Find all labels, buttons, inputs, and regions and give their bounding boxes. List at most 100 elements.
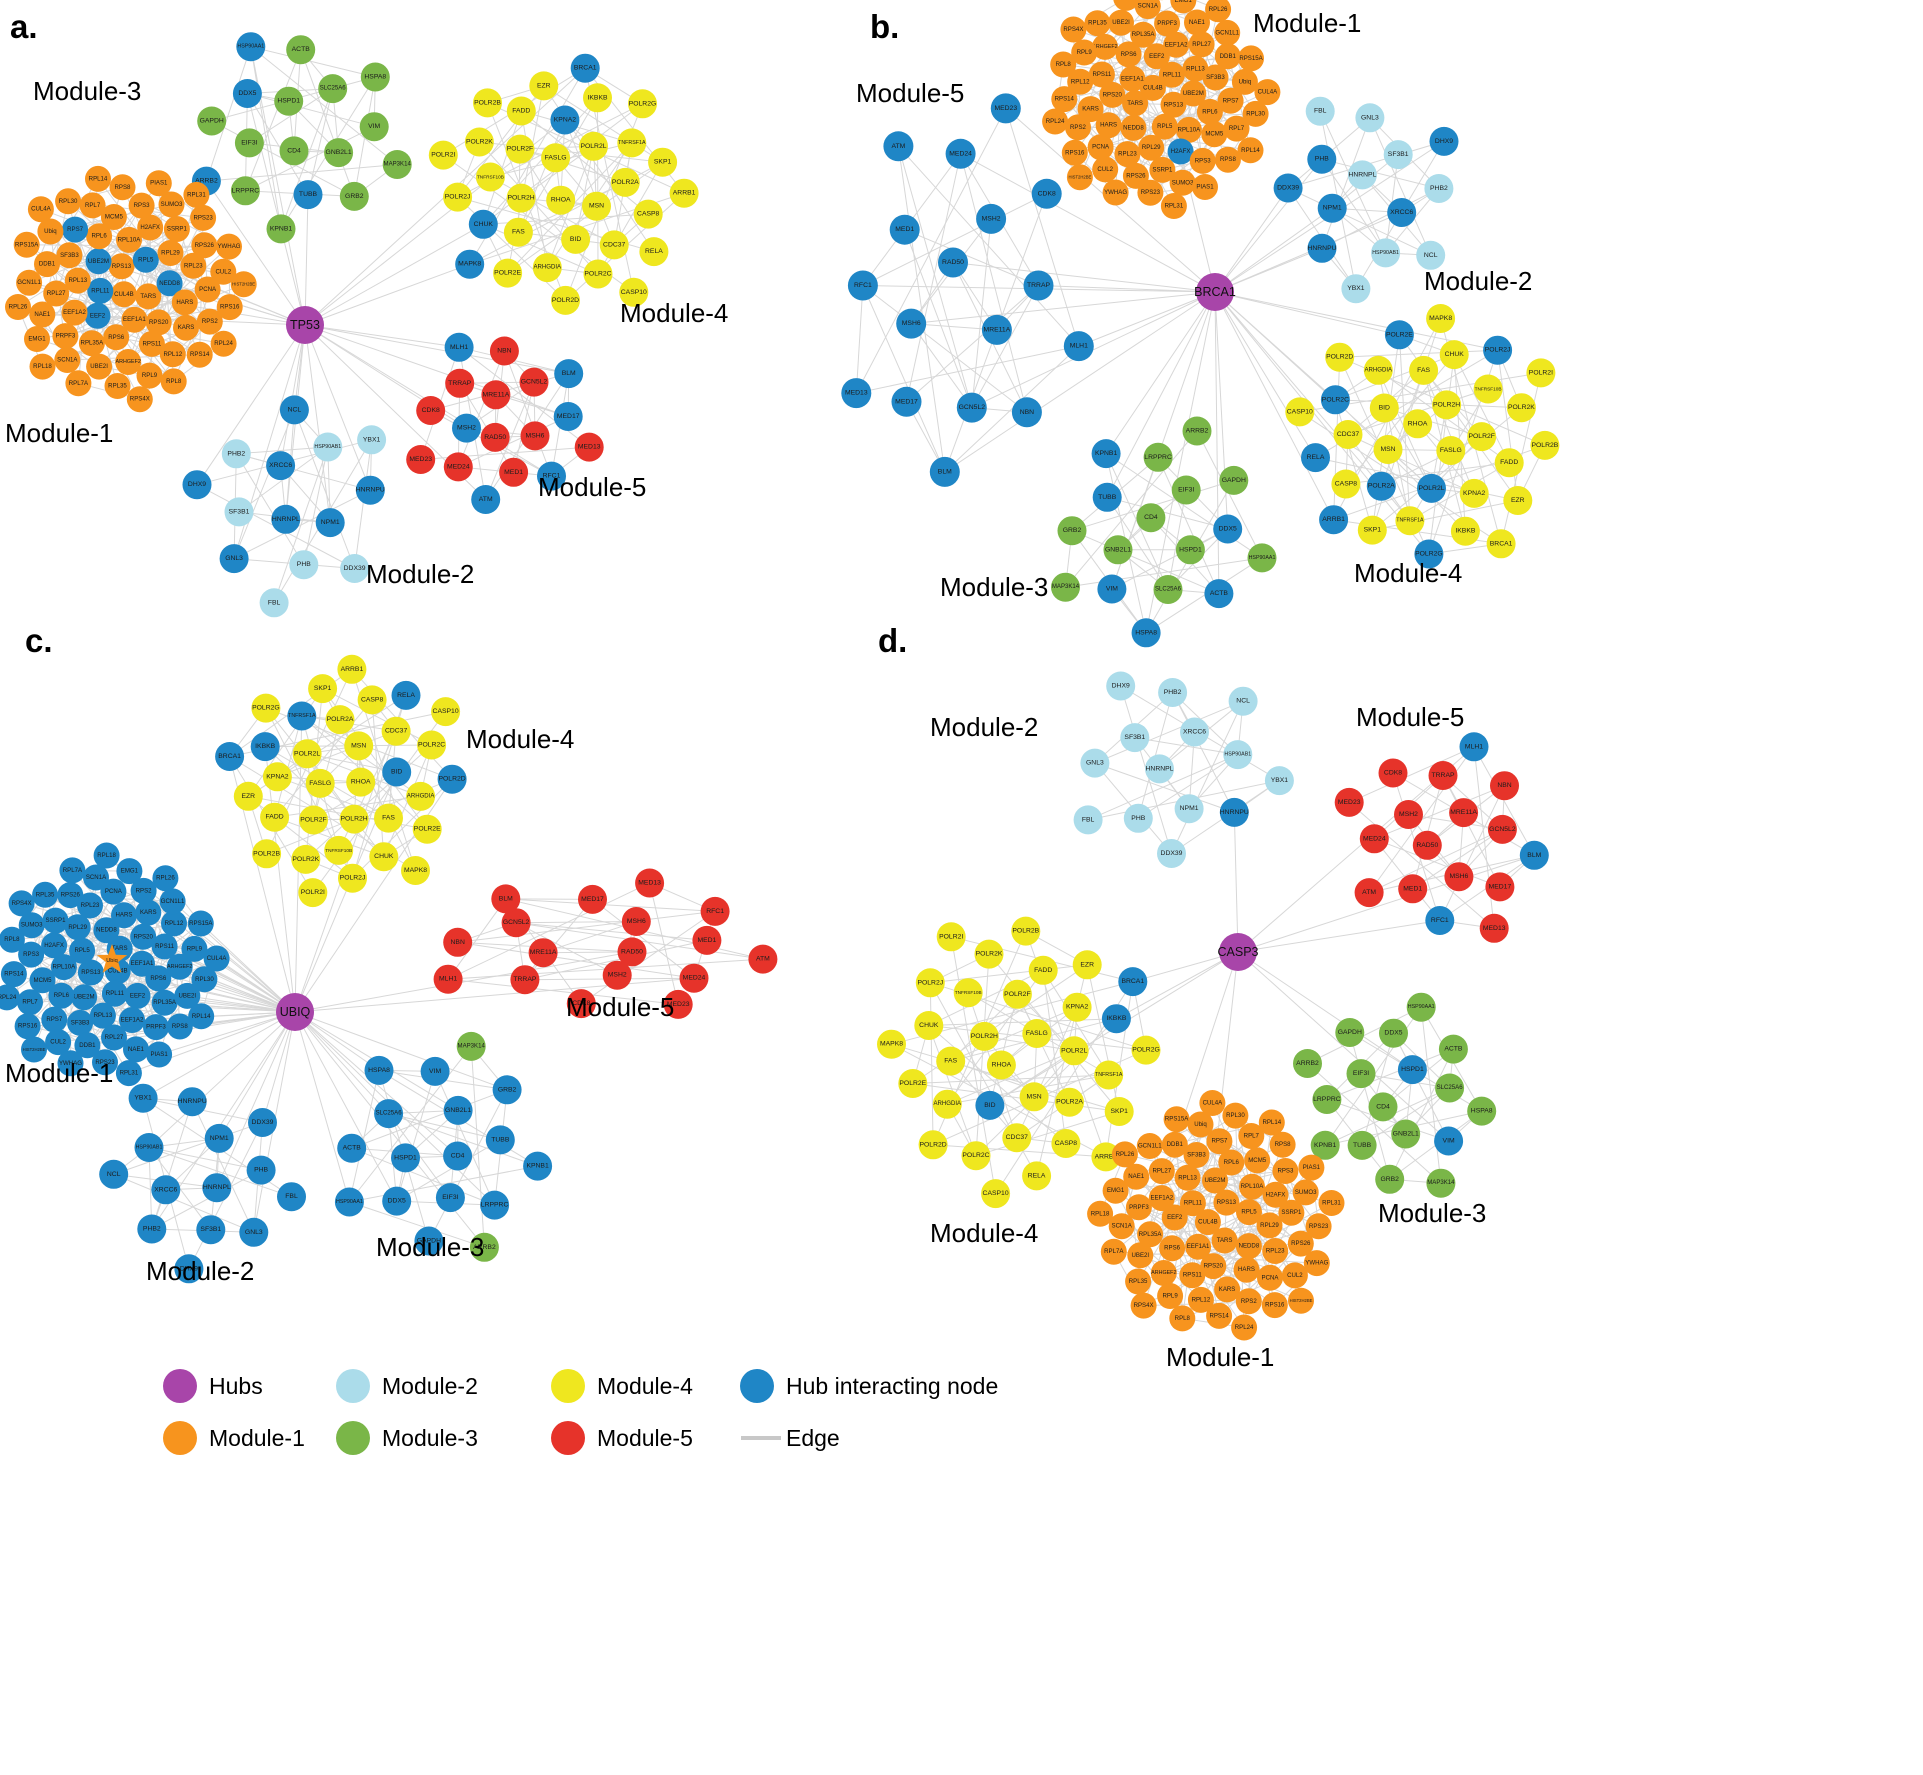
node-GAPDH: GAPDH <box>1219 465 1249 495</box>
node-RPL7: RPL7 <box>1223 115 1250 142</box>
node-MAP3K14: MAP3K14 <box>1426 1168 1456 1198</box>
node-IKBKB: IKBKB <box>583 83 612 113</box>
node-label: YWHAG <box>1104 189 1127 196</box>
node-label: RPL35A <box>1139 1231 1163 1238</box>
node-label: DHX9 <box>180 1265 198 1272</box>
node-label: RPL23 <box>81 902 100 909</box>
node-label: NAE1 <box>34 311 51 318</box>
node-label: KARS <box>140 909 157 916</box>
node-RAD50: RAD50 <box>617 937 647 967</box>
node-label: ATM <box>891 143 905 150</box>
node-label: ARRB2 <box>473 1244 496 1251</box>
node-ARRB2: ARRB2 <box>1182 416 1212 446</box>
node-label: PCNA <box>199 286 217 293</box>
node-label: FADD <box>1500 459 1518 466</box>
hub-node-TP53: TP53 <box>286 306 324 344</box>
node-BLM: BLM <box>929 456 960 487</box>
node-HNRNPL: HNRNPL <box>1145 754 1174 784</box>
node-POLR2I: POLR2I <box>298 878 328 908</box>
module-label: Module-5 <box>856 78 964 108</box>
node-FBL: FBL <box>277 1182 306 1212</box>
node-label: SKP1 <box>314 685 332 692</box>
node-RPL35: RPL35 <box>32 881 59 908</box>
node-EEF1A2: EEF1A2 <box>119 1007 145 1033</box>
node-EZR: EZR <box>529 71 559 101</box>
node-label: CUL2 <box>1287 1272 1303 1279</box>
node-UBE2M: UBE2M <box>71 984 98 1011</box>
node-GNL3: GNL3 <box>219 544 249 574</box>
module-label: Module-3 <box>1378 1198 1486 1228</box>
node-label: EEF1A2 <box>1165 41 1188 48</box>
node-label: TNFRSF10B <box>955 990 982 995</box>
node-label: BID <box>1379 405 1390 412</box>
node-RELA: RELA <box>639 237 669 267</box>
node-label: NEDD8 <box>159 280 180 287</box>
node-label: DDB1 <box>79 1042 96 1049</box>
node-TARS: TARS <box>1122 90 1149 117</box>
node-label: POLR2L <box>580 143 606 150</box>
node-POLR2J: POLR2J <box>443 182 473 212</box>
node-label: RPS26 <box>195 242 215 249</box>
node-RPL30: RPL30 <box>55 188 82 215</box>
node-label: ACTB <box>1210 590 1229 597</box>
node-RPL23: RPL23 <box>1114 141 1141 168</box>
node-POLR2F: POLR2F <box>1002 979 1032 1009</box>
node-label: RPS11 <box>1092 71 1111 78</box>
node-label: RPL23 <box>184 262 203 269</box>
node-label: RPL18 <box>1091 1210 1110 1217</box>
node-CASP10: CASP10 <box>431 697 461 727</box>
node-RFC1: RFC1 <box>700 896 730 926</box>
node-label: ACTB <box>343 1145 362 1152</box>
node-CUL2: CUL2 <box>210 258 237 285</box>
node-RPS8: RPS8 <box>166 1013 193 1040</box>
node-label: DDX39 <box>252 1119 274 1126</box>
node-YWHAG: YWHAG <box>57 1050 84 1077</box>
node-label: SLC25A6 <box>1155 587 1182 593</box>
node-XRCC6: XRCC6 <box>266 451 296 481</box>
node-label: RPL6 <box>91 233 107 240</box>
node-label: SCN1A <box>1112 1223 1133 1230</box>
node-RPL35A: RPL35A <box>1137 1221 1164 1248</box>
node-label: MED1 <box>1403 885 1422 892</box>
node-label: MED1 <box>697 937 716 944</box>
node-ARRB1: ARRB1 <box>669 178 699 208</box>
node-label: TNFRSF1A <box>288 713 316 719</box>
node-label: BRCA1 <box>218 753 241 760</box>
node-label: CHUK <box>374 853 394 860</box>
node-POLR2E: POLR2E <box>1384 320 1414 350</box>
node-RPS2: RPS2 <box>130 877 157 904</box>
node-label: RPL8 <box>1056 61 1072 68</box>
node-NPM1: NPM1 <box>204 1123 234 1153</box>
node-label: FASLG <box>1440 447 1462 454</box>
node-label: FBL <box>268 599 281 606</box>
node-LRPPRC: LRPPRC <box>1312 1085 1342 1114</box>
node-MAP3K14: MAP3K14 <box>382 150 412 179</box>
node-PHB: PHB <box>1307 144 1337 174</box>
node-label: HIST2H2BE <box>1068 175 1091 180</box>
node-RPS7: RPS7 <box>1217 87 1244 114</box>
node-label: FADD <box>1034 967 1052 974</box>
node-CD4: CD4 <box>1368 1092 1398 1122</box>
node-POLR2I: POLR2I <box>936 922 966 952</box>
node-label: MED1 <box>895 226 914 233</box>
node-CD4: CD4 <box>1136 503 1166 533</box>
node-label: MED24 <box>683 975 706 982</box>
node-label: RPS4X <box>1134 1302 1154 1309</box>
node-RPL29: RPL29 <box>1138 134 1165 161</box>
node-label: MSH2 <box>457 425 476 432</box>
node-NCL: NCL <box>1416 240 1446 270</box>
node-label: UBE2I <box>178 992 196 999</box>
node-label: POLR2D <box>552 297 579 304</box>
node-label: EEF1A2 <box>1150 1195 1173 1202</box>
node-label: RPS2 <box>1070 124 1087 131</box>
node-FAS: FAS <box>1409 355 1439 385</box>
node-label: RPS2 <box>136 887 153 894</box>
node-CDK8: CDK8 <box>566 989 596 1019</box>
node-label: HSPD1 <box>1179 546 1202 553</box>
node-label: POLR2I <box>431 152 455 159</box>
node-TNFRSF1A: TNFRSF1A <box>1094 1060 1124 1090</box>
node-EEF2: EEF2 <box>1143 43 1170 70</box>
node-label: ATM <box>1362 889 1376 896</box>
legend-swatch-module4 <box>551 1369 585 1403</box>
